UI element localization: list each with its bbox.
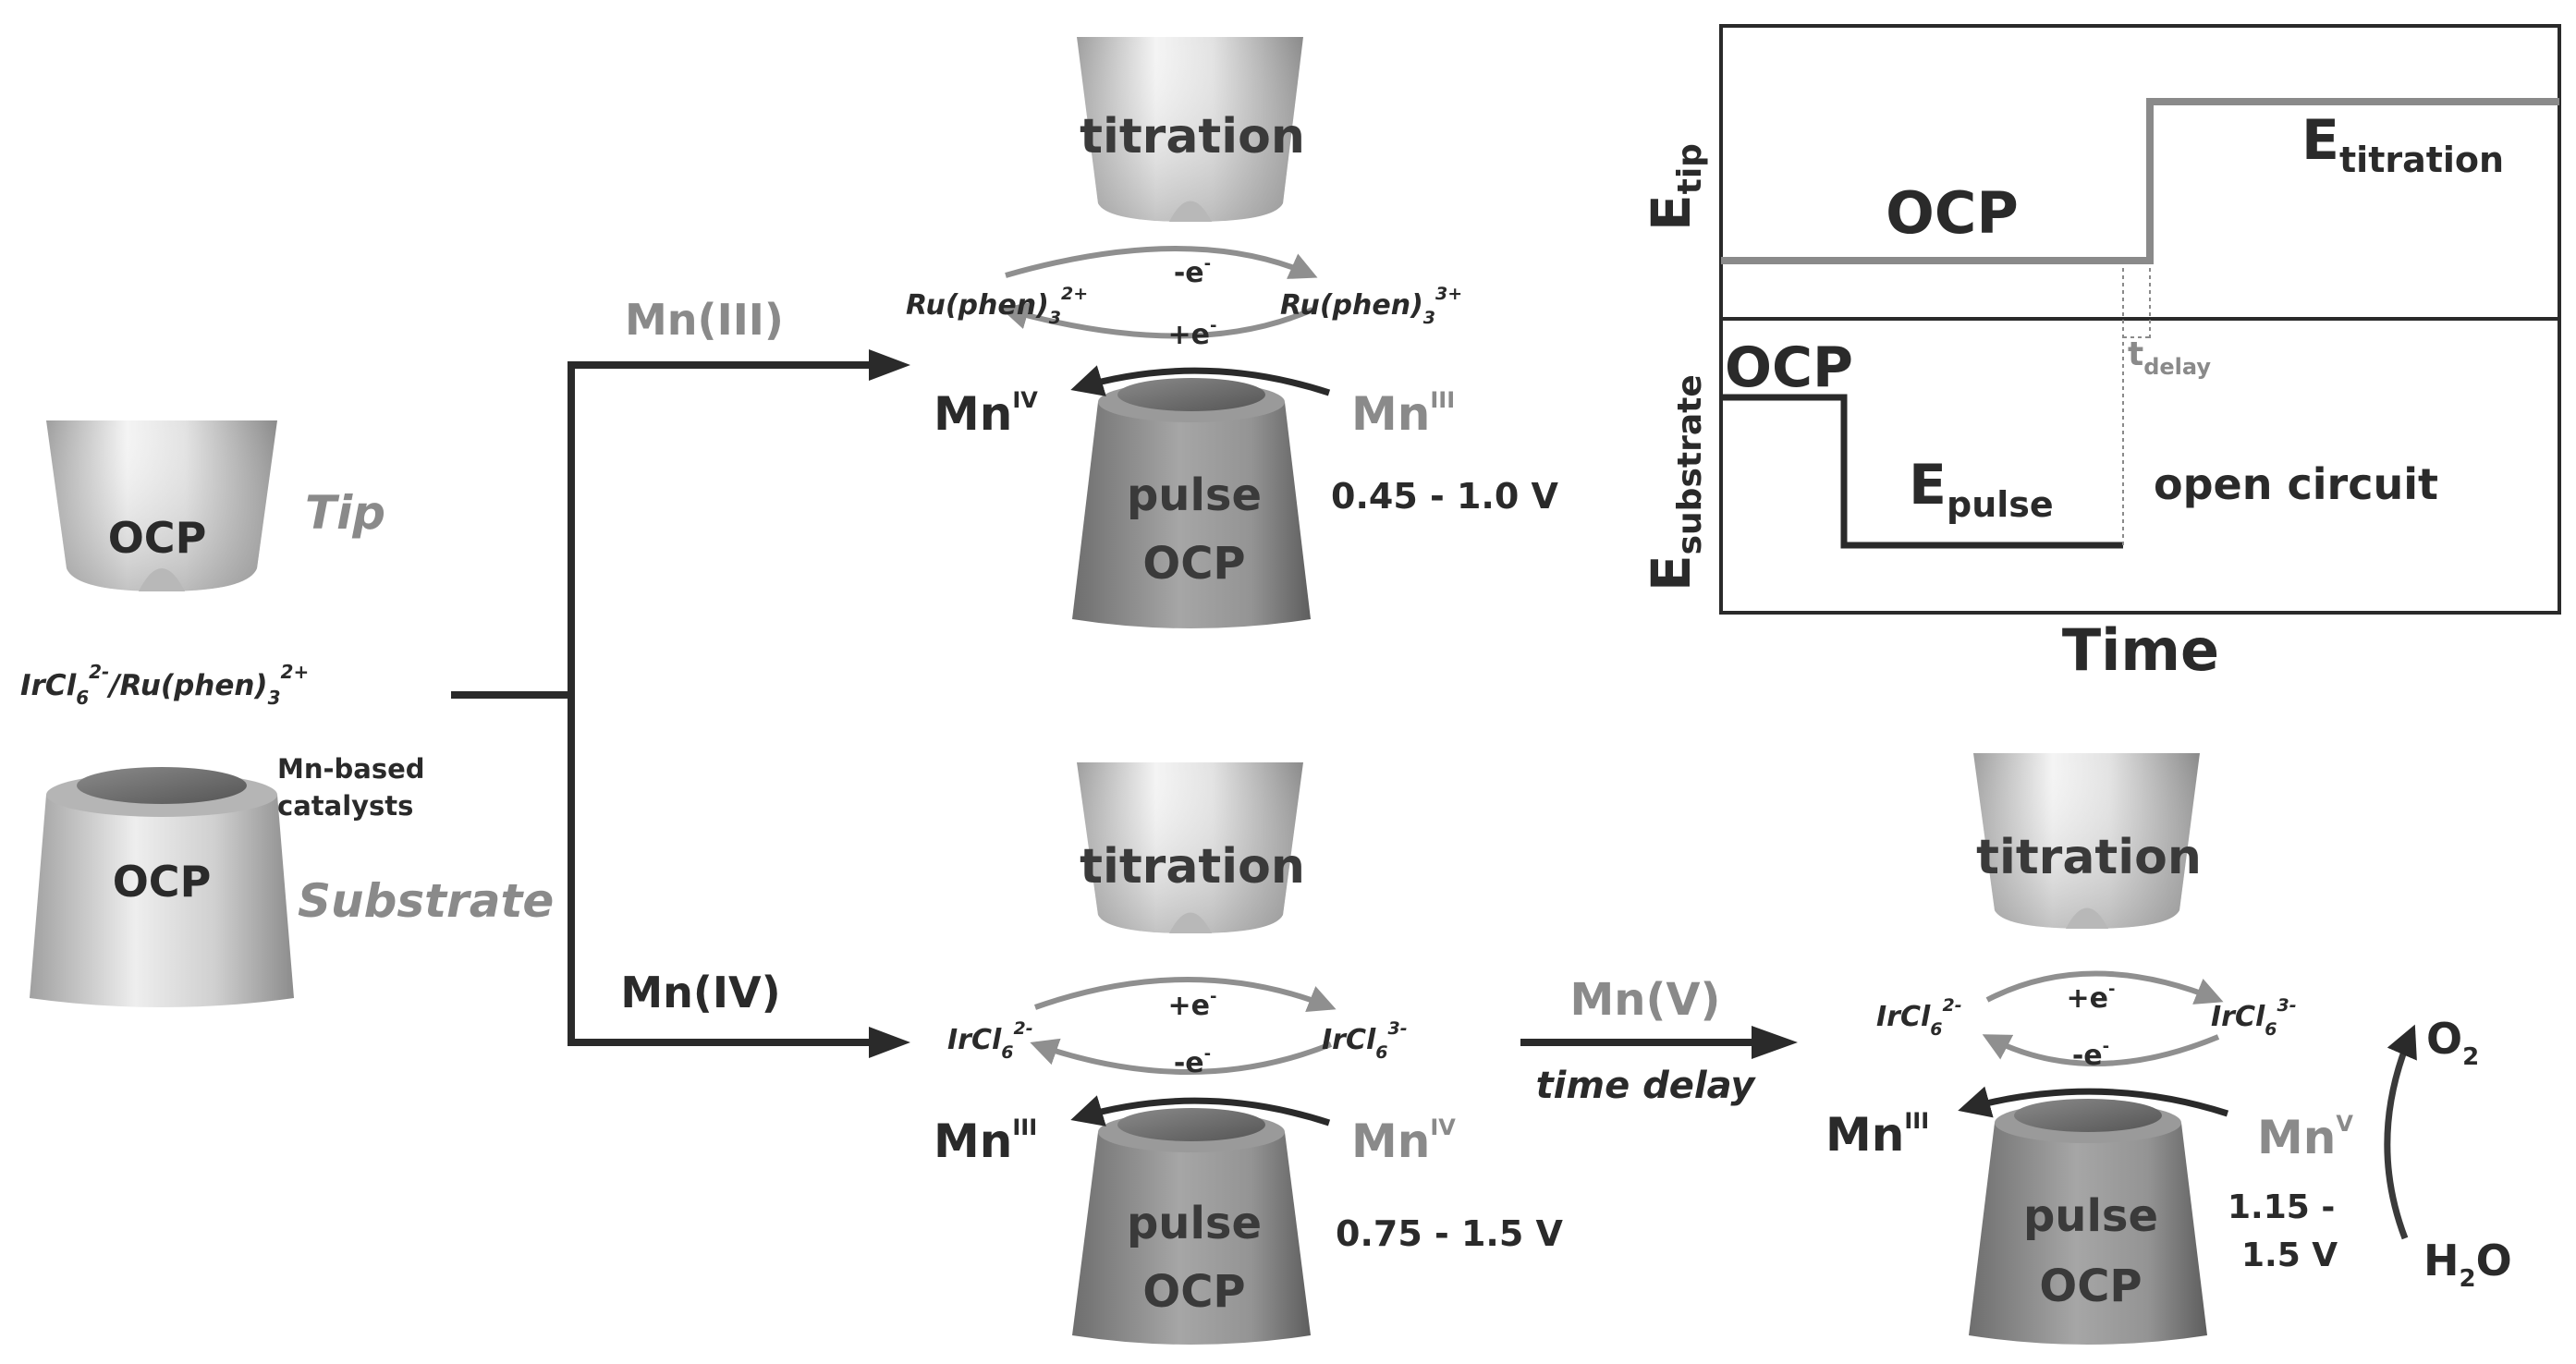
branch-bottom-arrowhead xyxy=(869,1027,910,1058)
start-substrate-electrode xyxy=(30,767,294,1007)
substrate-waveform xyxy=(1721,394,2123,549)
bottom-substrate-electrode xyxy=(1072,1108,1311,1345)
catalyst-label-line2: catalysts xyxy=(277,790,413,822)
bottom-lower-electron: -e- xyxy=(1174,1044,1211,1079)
top-mn-arrow xyxy=(1070,365,1331,396)
right-voltage-line2: 1.5 V xyxy=(2241,1236,2338,1274)
right-mn-right: MnV xyxy=(2257,1111,2353,1164)
substrate-caption: Substrate xyxy=(298,874,554,928)
bottom-tip-electrode xyxy=(1077,762,1303,933)
epulse-label: Epulse xyxy=(1909,453,2054,525)
etip-axis-label: Etip xyxy=(1640,143,1709,231)
top-sub-line2: OCP xyxy=(1142,538,1245,590)
right-substrate-electrode xyxy=(1969,1099,2207,1345)
start-tip-label: OCP xyxy=(108,513,207,563)
top-lower-electron: +e- xyxy=(1168,316,1217,351)
top-substrate-electrode xyxy=(1072,378,1311,628)
esubstrate-axis-label: Esubstrate xyxy=(1640,374,1709,591)
bottom-upper-electron: +e- xyxy=(1168,987,1217,1022)
o2-label: O2 xyxy=(2426,1014,2479,1071)
bottom-tip-label: titration xyxy=(1080,839,1305,895)
top-tip-electrode xyxy=(1077,37,1303,222)
tdelay-label: tdelay xyxy=(2128,335,2211,380)
right-upper-electron: +e- xyxy=(2067,980,2116,1015)
start-tip-electrode xyxy=(46,420,277,591)
top-upper-electron: -e- xyxy=(1174,254,1211,289)
right-tip-electrode xyxy=(1973,753,2200,929)
bottom-right-species: IrCl63- xyxy=(1322,1018,1408,1063)
mediator-pair-label: IrCl62-/Ru(phen)32+ xyxy=(20,661,309,709)
right-upper-arrow xyxy=(1985,970,2224,1005)
top-mn-right: MnIII xyxy=(1351,387,1455,441)
bottom-mn-right: MnIV xyxy=(1351,1114,1456,1168)
bottom-sub-line2: OCP xyxy=(1142,1266,1245,1318)
branch-top-arrowhead xyxy=(869,349,910,381)
tip-ocp-label: OCP xyxy=(1886,179,2019,247)
top-mn-left: MnIV xyxy=(934,387,1038,441)
catalyst-label-line1: Mn-based xyxy=(277,753,425,785)
step-v-label: Mn(V) xyxy=(1570,974,1721,1026)
etitration-label: Etitration xyxy=(2301,108,2504,180)
top-right-species: Ru(phen)33+ xyxy=(1280,284,1462,328)
right-right-species: IrCl63- xyxy=(2211,995,2297,1040)
top-oxidation-arrow xyxy=(1005,246,1318,279)
bottom-left-species: IrCl62- xyxy=(947,1018,1033,1063)
top-voltage: 0.45 - 1.0 V xyxy=(1331,476,1559,517)
top-sub-line1: pulse xyxy=(1127,469,1262,521)
tip-waveform xyxy=(1721,98,2559,264)
start-substrate-label: OCP xyxy=(113,857,212,907)
bottom-mn-arrow xyxy=(1070,1095,1331,1127)
h2o-label: H2O xyxy=(2423,1236,2512,1293)
right-lower-electron: -e- xyxy=(2072,1037,2109,1072)
substrate-ocp-label: OCP xyxy=(1725,335,1853,400)
right-left-species: IrCl62- xyxy=(1876,995,1962,1040)
branch-connector xyxy=(451,361,873,1046)
bottom-sub-line1: pulse xyxy=(1127,1198,1262,1249)
bottom-mn-left: MnIII xyxy=(934,1114,1037,1168)
step-v-arrowhead xyxy=(1752,1026,1798,1059)
right-voltage-line1: 1.15 - xyxy=(2228,1188,2335,1226)
right-lower-arrow xyxy=(1982,1034,2220,1066)
timing-diagram xyxy=(1719,24,2561,615)
branch-bottom-label: Mn(IV) xyxy=(620,968,780,1017)
time-axis-label: Time xyxy=(2062,616,2219,684)
right-mn-left: MnIII xyxy=(1825,1108,1929,1162)
water-oxidation-arrow xyxy=(2384,1024,2417,1240)
open-circuit-label: open circuit xyxy=(2154,459,2438,509)
top-left-species: Ru(phen)32+ xyxy=(906,284,1088,328)
step-v-caption: time delay xyxy=(1536,1065,1757,1107)
branch-top-label: Mn(III) xyxy=(625,295,784,345)
top-tip-label: titration xyxy=(1080,109,1305,164)
tip-caption: Tip xyxy=(305,486,385,540)
bottom-upper-arrow xyxy=(1034,977,1337,1013)
right-sub-line2: OCP xyxy=(2039,1260,2142,1312)
top-reduction-arrow xyxy=(1000,302,1314,339)
right-tip-label: titration xyxy=(1976,830,2202,885)
bottom-lower-arrow xyxy=(1030,1038,1333,1075)
bottom-voltage: 0.75 - 1.5 V xyxy=(1336,1213,1564,1254)
right-sub-line1: pulse xyxy=(2023,1190,2158,1242)
right-mn-arrow xyxy=(1958,1086,2229,1118)
